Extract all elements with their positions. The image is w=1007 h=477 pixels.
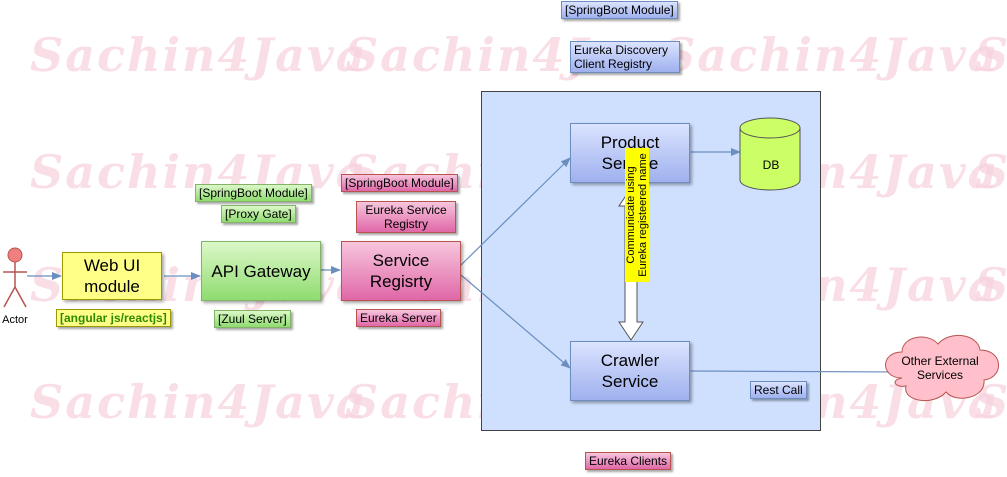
watermark: Sachin4Java xyxy=(975,28,1007,82)
gateway-zuul-label: [Zuul Server] xyxy=(214,310,291,328)
external-services-label: Other External Services xyxy=(901,354,979,382)
web-ui-title: Web UI module xyxy=(83,256,141,296)
crawler-service-node[interactable]: Crawler Service xyxy=(570,341,690,401)
crawler-service-title: Crawler Service xyxy=(600,351,660,391)
cloud-icon xyxy=(885,335,999,402)
actor-icon xyxy=(3,247,27,308)
edge-registry-product xyxy=(460,157,571,266)
watermark: Sachin4Java xyxy=(975,258,1007,312)
top-springboot-label: [SpringBoot Module] xyxy=(561,1,678,19)
watermark: Sachin4Java xyxy=(30,375,368,429)
actor-label: Actor xyxy=(2,314,28,326)
api-gateway-node[interactable]: API Gateway xyxy=(201,241,321,301)
database-icon xyxy=(739,117,801,191)
service-registry-node[interactable]: Service Regisrty xyxy=(341,241,461,301)
watermark: Sachin4Java xyxy=(30,28,368,82)
communication-note: Communicate using Eureka registeered nam… xyxy=(625,148,649,282)
edge-registry-crawler xyxy=(460,274,571,369)
edge-crawler-external xyxy=(690,367,901,376)
registry-springboot-label: [SpringBoot Module] xyxy=(341,174,458,192)
watermark: Sachin4Java xyxy=(975,145,1007,199)
gateway-proxy-label: [Proxy Gate] xyxy=(221,205,296,223)
db-label: DB xyxy=(762,158,780,172)
discovery-client-label: Eureka Discovery Client Registry xyxy=(570,41,680,73)
web-ui-tech-label: [angular js/reactjs] xyxy=(56,309,171,327)
api-gateway-title: API Gateway xyxy=(211,261,311,281)
web-ui-module-node[interactable]: Web UI module xyxy=(62,252,162,300)
service-registry-title: Service Regisrty xyxy=(369,251,433,291)
rest-call-label: Rest Call xyxy=(750,381,807,399)
gateway-springboot-label: [SpringBoot Module] xyxy=(195,184,312,202)
registry-eureka-service-label: Eureka Service Registry xyxy=(356,201,456,233)
registry-eureka-server-label: Eureka Server xyxy=(356,309,441,327)
eureka-clients-label: Eureka Clients xyxy=(585,452,672,470)
watermark: Sachin4Java xyxy=(662,28,1000,82)
